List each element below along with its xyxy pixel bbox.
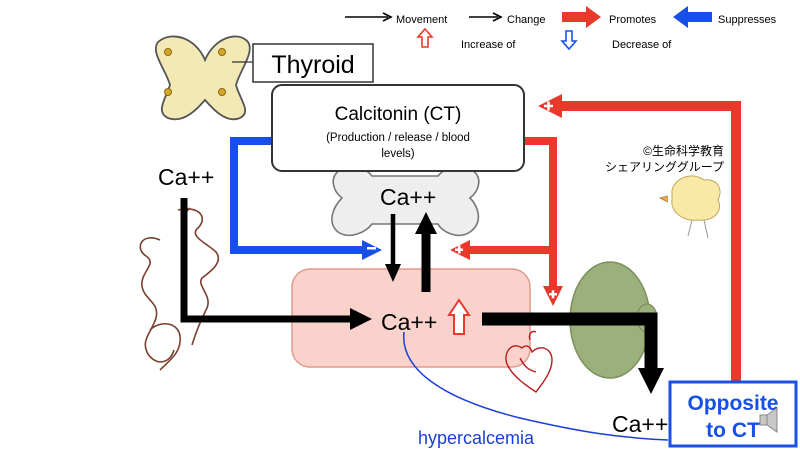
intestine-icon <box>177 208 220 346</box>
suppress-arrow-path <box>230 137 366 254</box>
opposite-line1: Opposite <box>687 392 778 415</box>
legend-promotes-arrow <box>562 6 601 28</box>
hypercalcemia-label: hypercalcemia <box>418 428 535 448</box>
opposite-line2: to CT <box>706 419 760 442</box>
absorption-arrow-path <box>180 198 352 323</box>
excretion-arrowhead <box>638 368 664 394</box>
legend-increase-icon <box>416 27 434 48</box>
calcitonin-subtitle-line1: (Production / release / blood <box>326 132 470 144</box>
calcium-increase-icon <box>447 298 471 335</box>
legend-suppresses-arrow <box>673 6 712 28</box>
copyright-line2: シェアリンググループ <box>605 160 724 174</box>
legend-decrease-icon <box>560 30 578 51</box>
ca-intestine-label: Ca++ <box>158 164 214 190</box>
legend-decrease-label: Decrease of <box>612 39 672 51</box>
plus-sign-icon <box>551 290 555 299</box>
chick-illustration <box>658 175 721 239</box>
promote-arrow-bone-path <box>466 137 557 254</box>
ca-bone-label: Ca++ <box>380 184 436 210</box>
calcitonin-subtitle-line2: levels) <box>381 148 414 160</box>
intestine-loop-icon <box>139 237 175 363</box>
thyroid-illustration <box>155 35 253 121</box>
parathyroid-icon <box>218 48 226 56</box>
minus-sign-icon <box>367 247 376 250</box>
excretion-arrow-path <box>482 312 658 372</box>
plus-sign-icon <box>458 245 461 254</box>
legend-promotes-label: Promotes <box>609 14 657 26</box>
chick-beak-icon <box>658 195 669 203</box>
thyroid-label: Thyroid <box>271 51 354 79</box>
intestine-loop-icon <box>149 323 181 371</box>
parathyroid-icon <box>164 88 172 96</box>
deposition-arrowhead <box>385 264 401 282</box>
calcitonin-title: Calcitonin (CT) <box>335 104 462 125</box>
legend-change-label: Change <box>507 14 546 26</box>
heart-icon <box>505 345 553 393</box>
thyroid-label-box <box>252 43 374 83</box>
legend-movement-arrowhead <box>382 12 393 22</box>
legend-suppresses-label: Suppresses <box>718 14 777 26</box>
legend-movement-label: Movement <box>396 14 447 26</box>
legend: Movement Change Promotes Suppresses Incr… <box>345 6 777 51</box>
parathyroid-icon <box>164 48 172 56</box>
heart-vessel-icon <box>528 330 537 341</box>
heart-illustration <box>505 330 553 393</box>
thyroid-gland-icon <box>155 35 251 121</box>
absorption-arrowhead <box>350 308 372 330</box>
plus-sign-icon <box>547 101 550 111</box>
calcitonin-box <box>271 84 525 172</box>
suppress-arrowhead <box>362 240 382 260</box>
resorption-arrowhead <box>415 212 437 234</box>
intestine-illustration <box>139 207 220 371</box>
chick-legs-icon <box>687 219 709 239</box>
hypercalcemia-line <box>403 331 669 441</box>
copyright-line1: ©生命科学教育 <box>643 143 724 158</box>
legend-increase-label: Increase of <box>461 39 516 51</box>
heart-detail-icon <box>519 357 537 373</box>
legend-change-arrowhead <box>492 12 503 22</box>
feedback-arrow-path <box>558 101 741 382</box>
parathyroid-icon <box>218 88 226 96</box>
ca-kidney-label: Ca++ <box>612 411 668 437</box>
ca-blood-label: Ca++ <box>381 309 437 335</box>
chick-icon <box>671 175 721 221</box>
speaker-icon[interactable] <box>759 407 778 433</box>
